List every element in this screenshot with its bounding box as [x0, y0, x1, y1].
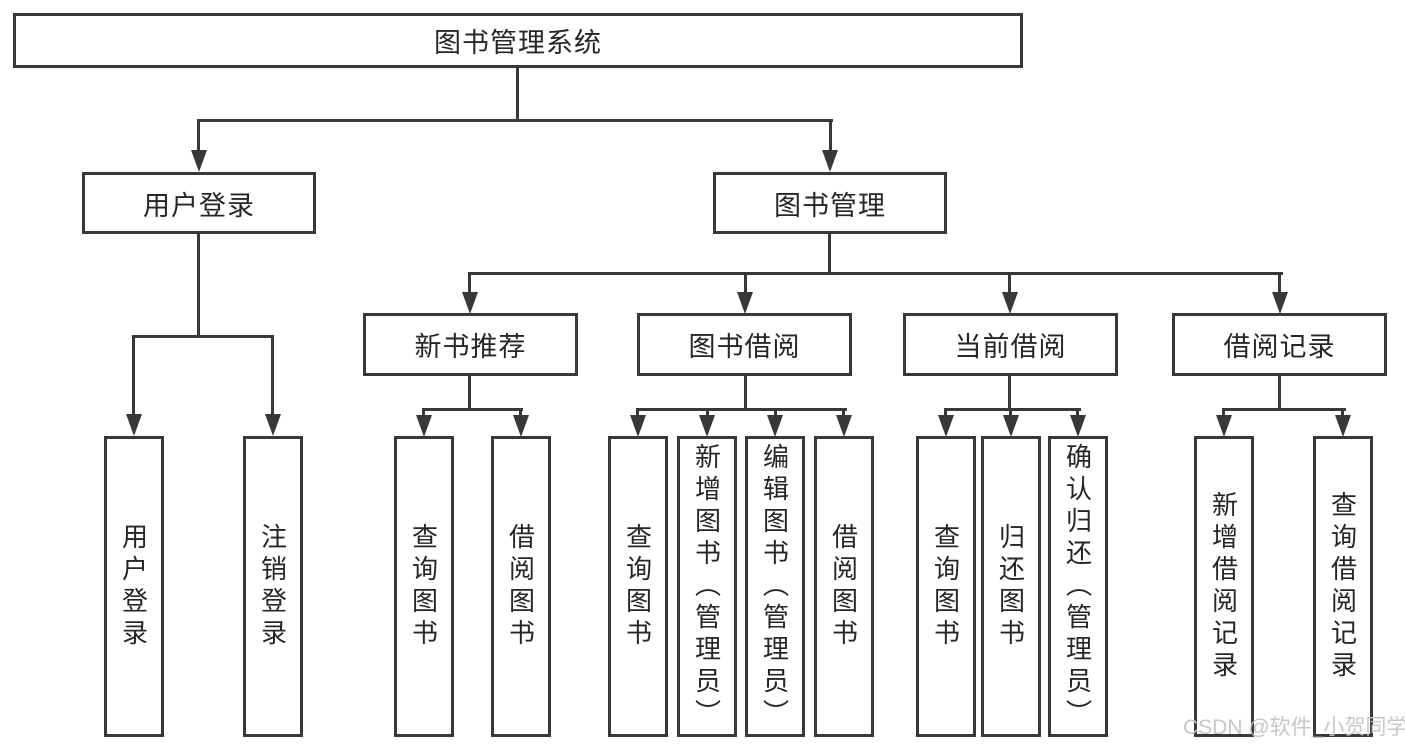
node-user-login: 用户登录 [82, 172, 316, 234]
arrow-down-icon [1070, 415, 1086, 437]
connector-line [1008, 376, 1011, 411]
leaf-confirm-return-admin: 确认归还（管理员） [1048, 436, 1108, 737]
connector-line [744, 376, 747, 411]
leaf-borrow-books-recommend: 借阅图书 [491, 436, 551, 737]
arrow-down-icon [630, 415, 646, 437]
connector-line [944, 408, 1081, 411]
arrow-down-icon [737, 292, 753, 314]
arrow-down-icon [1335, 415, 1351, 437]
connector-line [197, 234, 200, 338]
arrow-down-icon [1272, 292, 1288, 314]
connector-line [842, 408, 845, 418]
connector-line [468, 272, 471, 296]
node-book-borrow: 图书借阅 [637, 313, 852, 376]
node-borrow-records: 借阅记录 [1172, 313, 1387, 376]
connector-line [774, 408, 777, 418]
watermark: CSDN @软件_小贺同学 [1183, 716, 1405, 739]
arrow-down-icon [1002, 292, 1018, 314]
leaf-borrow-books: 借阅图书 [814, 436, 874, 737]
arrow-down-icon [699, 415, 715, 437]
connector-line [1008, 272, 1011, 296]
connector-line [132, 335, 135, 415]
arrow-down-icon [822, 150, 838, 172]
connector-line [516, 68, 519, 122]
connector-line [744, 272, 747, 296]
connector-line [1222, 408, 1346, 411]
connector-line [519, 408, 522, 418]
leaf-user-login: 用户登录 [104, 436, 164, 737]
connector-line [468, 376, 471, 411]
connector-line [944, 408, 947, 418]
connector-line [1278, 376, 1281, 411]
connector-line [422, 408, 425, 418]
node-current-borrow: 当前借阅 [903, 313, 1118, 376]
arrow-down-icon [191, 150, 207, 172]
arrow-down-icon [265, 414, 281, 436]
leaf-return-book: 归还图书 [981, 436, 1041, 737]
leaf-add-book-admin: 新增图书（管理员） [677, 436, 737, 737]
arrow-down-icon [416, 415, 432, 437]
connector-line [468, 272, 1283, 275]
leaf-edit-book-admin: 编辑图书（管理员） [745, 436, 805, 737]
arrow-down-icon [836, 415, 852, 437]
connector-line [197, 119, 200, 153]
connector-line [1341, 408, 1344, 418]
leaf-logout: 注销登录 [243, 436, 303, 737]
connector-line [1009, 408, 1012, 418]
connector-line [197, 119, 833, 122]
connector-line [636, 408, 639, 418]
connector-line [422, 408, 523, 411]
leaf-query-books-current: 查询图书 [916, 436, 976, 737]
leaf-query-books-recommend: 查询图书 [394, 436, 454, 737]
connector-line [829, 119, 832, 153]
node-new-book-recommend: 新书推荐 [363, 313, 578, 376]
arrow-down-icon [1216, 415, 1232, 437]
arrow-down-icon [1003, 415, 1019, 437]
leaf-add-borrow-record: 新增借阅记录 [1194, 436, 1254, 737]
arrow-down-icon [938, 415, 954, 437]
arrow-down-icon [513, 415, 529, 437]
node-book-management: 图书管理 [713, 172, 947, 234]
connector-line [636, 408, 847, 411]
connector-line [828, 234, 831, 275]
connector-line [1222, 408, 1225, 418]
connector-line [706, 408, 709, 418]
arrow-down-icon [462, 292, 478, 314]
connector-line [1278, 272, 1281, 296]
connector-line [271, 335, 274, 415]
arrow-down-icon [126, 414, 142, 436]
connector-line [1076, 408, 1079, 418]
leaf-query-borrow-record: 查询借阅记录 [1313, 436, 1373, 737]
leaf-query-books-borrow: 查询图书 [608, 436, 668, 737]
connector-line [132, 335, 274, 338]
node-root: 图书管理系统 [13, 13, 1023, 68]
arrow-down-icon [767, 415, 783, 437]
